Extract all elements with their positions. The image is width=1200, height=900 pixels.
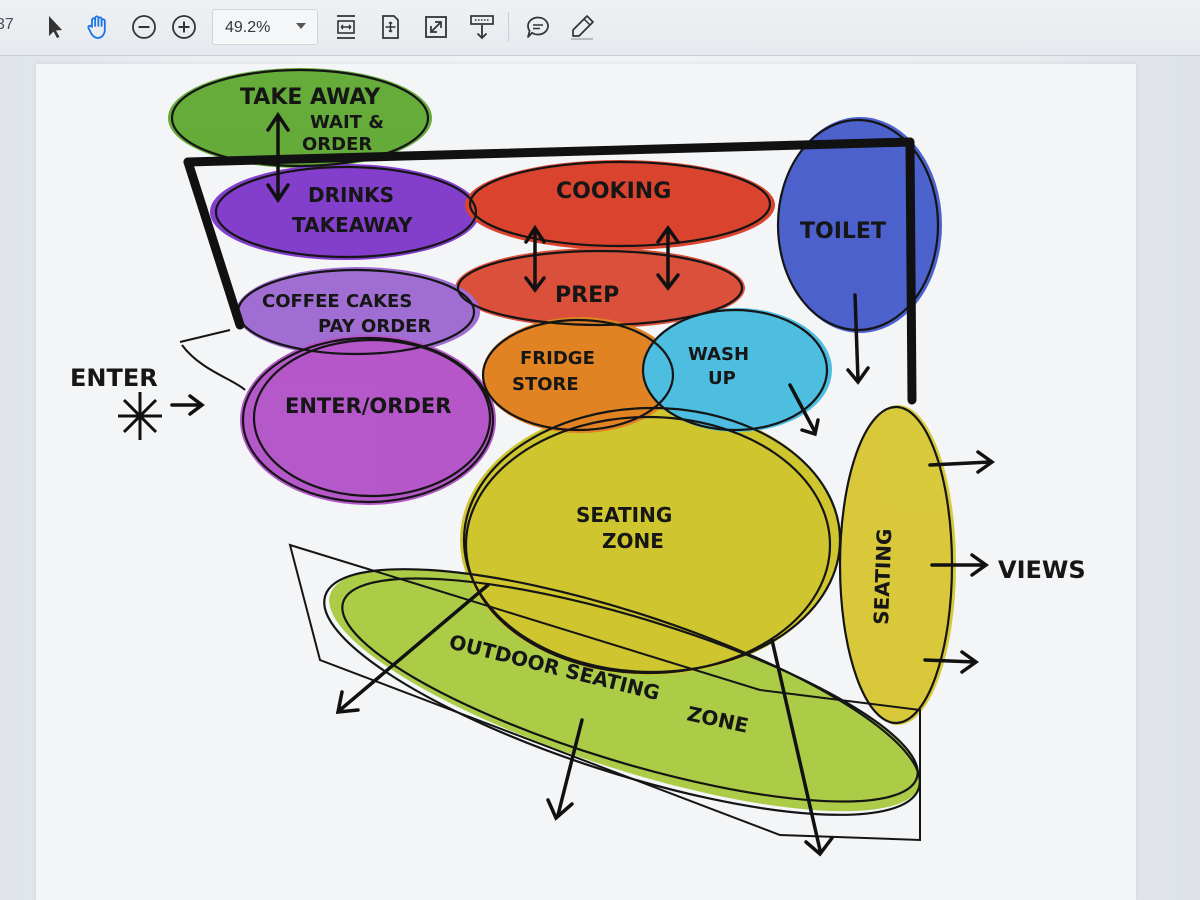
site-boundary (179, 329, 921, 842)
label-prep: PREP (555, 283, 619, 308)
page-number: 37 (0, 16, 14, 33)
fridge-fill (482, 317, 678, 433)
minus-circle-icon (132, 15, 156, 39)
seating-side-fill (840, 405, 956, 725)
zone-outlines (170, 68, 954, 816)
outdoor-zone-fill (329, 568, 921, 812)
toilet-fill (778, 117, 942, 333)
expand-icon (425, 16, 447, 38)
label-toilet: TOILET (800, 219, 886, 244)
coffee-fill (236, 267, 480, 357)
scroll-icon (470, 15, 494, 40)
label-seating-side: SEATING (869, 528, 896, 625)
fit-width-icon (337, 15, 355, 39)
label-wash-2: UP (708, 368, 736, 389)
label-wait-order-2: ORDER (302, 134, 372, 155)
chevron-down-icon (296, 23, 306, 29)
zoom-in-button[interactable] (166, 9, 202, 45)
label-coffee-2: PAY ORDER (318, 316, 431, 337)
hand-tool-button[interactable] (80, 9, 116, 45)
bubble-diagram-sketch: TAKE AWAY WAIT & ORDER DRINKS TAKEAWAY C… (70, 68, 1086, 857)
label-fridge-2: STORE (512, 374, 579, 395)
flow-arrows (170, 111, 996, 857)
label-seating-zone-1: SEATING (576, 503, 672, 527)
toolbar: 37 49.2% (0, 0, 1200, 56)
wash-fill (642, 308, 832, 432)
label-takeaway: TAKE AWAY (240, 85, 381, 110)
speech-bubble-icon (527, 16, 549, 38)
plus-circle-icon (172, 15, 196, 39)
building-walls (183, 137, 917, 405)
hand-icon (87, 15, 106, 39)
prep-fill (455, 248, 745, 328)
full-screen-button[interactable] (418, 9, 454, 45)
label-seating-zone-2: ZONE (602, 529, 664, 553)
document-page: TAKE AWAY WAIT & ORDER DRINKS TAKEAWAY C… (36, 64, 1136, 900)
fit-page-button[interactable] (372, 9, 408, 45)
entrance-star (118, 392, 162, 440)
zoom-select[interactable]: 49.2% (212, 9, 318, 45)
fit-width-button[interactable] (328, 9, 364, 45)
document-canvas[interactable]: TAKE AWAY WAIT & ORDER DRINKS TAKEAWAY C… (0, 56, 1200, 900)
fit-page-icon (382, 15, 399, 39)
select-tool-button[interactable] (36, 9, 72, 45)
label-wait-order-1: WAIT & (310, 112, 384, 133)
zoom-value: 49.2% (225, 19, 271, 36)
zone-fills (168, 68, 956, 812)
label-enter-order: ENTER/ORDER (285, 394, 451, 418)
label-cooking: COOKING (556, 179, 671, 204)
takeaway-fill (168, 68, 432, 168)
pen-icon (571, 15, 594, 40)
scroll-mode-button[interactable] (464, 9, 500, 45)
zoom-out-button[interactable] (126, 9, 162, 45)
comment-button[interactable] (520, 9, 556, 45)
arrow-pointer-icon (49, 16, 62, 38)
label-enter: ENTER (70, 364, 158, 392)
label-coffee-1: COFFEE CAKES (262, 291, 412, 312)
label-drinks-2: TAKEAWAY (292, 213, 413, 237)
enter-order-fill (240, 335, 496, 505)
drinks-fill (210, 164, 480, 260)
label-views: VIEWS (998, 556, 1086, 584)
toolbar-divider (508, 12, 509, 42)
label-wash-1: WASH (688, 344, 749, 365)
label-drinks-1: DRINKS (308, 183, 394, 207)
seating-zone-fill (460, 405, 840, 675)
label-fridge-1: FRIDGE (520, 348, 595, 369)
cooking-fill (465, 160, 775, 250)
highlight-button[interactable] (564, 9, 600, 45)
